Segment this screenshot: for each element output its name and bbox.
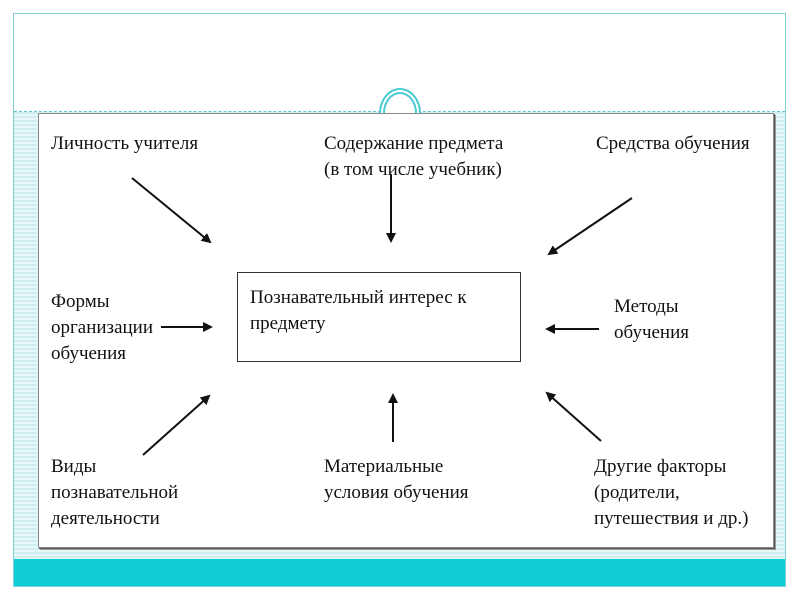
factor-line: организации <box>51 317 154 338</box>
factor-line: путешествия и др.) <box>594 508 749 529</box>
factor-line: Материальные <box>324 456 444 477</box>
arrow-teacher <box>131 177 212 244</box>
central-concept-box: Познавательный интерес к предмету <box>237 272 521 362</box>
factor-line: Личность учителя <box>51 133 199 154</box>
factor-line: (в том числе учебник) <box>324 159 502 180</box>
central-concept-line: предмету <box>250 313 326 334</box>
factor-line: Средства обучения <box>596 133 750 154</box>
factor-line: Методы <box>614 296 679 317</box>
ring-ornament-icon <box>379 88 421 114</box>
factor-line: Другие факторы <box>594 456 727 477</box>
factor-line: Виды <box>51 456 97 477</box>
factor-line: обучения <box>51 343 127 364</box>
factor-line: Содержание предмета <box>324 133 504 154</box>
factor-teacher: Личность учителя <box>51 131 198 157</box>
factor-content: Содержание предмета (в том числе учебник… <box>324 131 503 183</box>
factor-line: обучения <box>614 322 690 343</box>
factor-material: Материальные условия обучения <box>324 454 469 506</box>
factor-line: деятельности <box>51 508 160 529</box>
factor-forms: Формы организации обучения <box>51 289 153 367</box>
arrows-layer <box>131 174 633 456</box>
factor-other: Другие факторы (родители, путешествия и … <box>594 454 748 532</box>
arrow-activity-types <box>142 394 211 456</box>
factor-line: условия обучения <box>324 482 469 503</box>
factor-line: познавательной <box>51 482 179 503</box>
arrow-other <box>545 391 602 442</box>
diagram-panel: Познавательный интерес к предмету Личнос… <box>38 113 774 548</box>
factor-methods: Методы обучения <box>614 294 689 346</box>
factor-line: Формы <box>51 291 110 312</box>
factor-means: Средства обучения <box>596 131 750 157</box>
central-concept-label: Познавательный интерес к предмету <box>250 285 467 337</box>
factor-activity-types: Виды познавательной деятельности <box>51 454 178 532</box>
arrow-means <box>547 197 633 256</box>
central-concept-line: Познавательный интерес к <box>250 287 467 308</box>
factor-line: (родители, <box>594 482 680 503</box>
slide-footer-band <box>14 559 785 586</box>
